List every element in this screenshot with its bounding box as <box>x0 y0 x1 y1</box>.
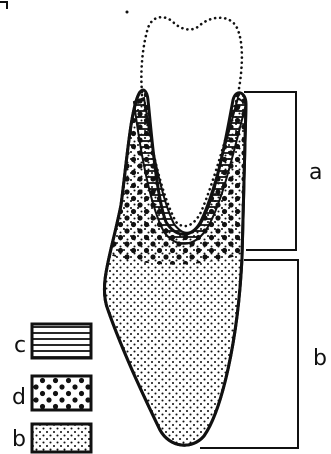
legend-c-swatch <box>32 324 91 358</box>
bracket-b-label: b <box>313 346 327 371</box>
legend-c-label: c <box>14 333 26 358</box>
legend-b-swatch <box>32 424 91 452</box>
legend-d-swatch <box>32 376 91 410</box>
legend-d-label: d <box>12 385 26 410</box>
stray-dot <box>126 11 129 14</box>
bracket-a-label: a <box>309 160 322 185</box>
bracket-a <box>244 92 296 250</box>
legend-b-label: b <box>12 427 26 452</box>
corner-mark <box>0 2 7 9</box>
tooth-crown-outline <box>141 17 242 94</box>
